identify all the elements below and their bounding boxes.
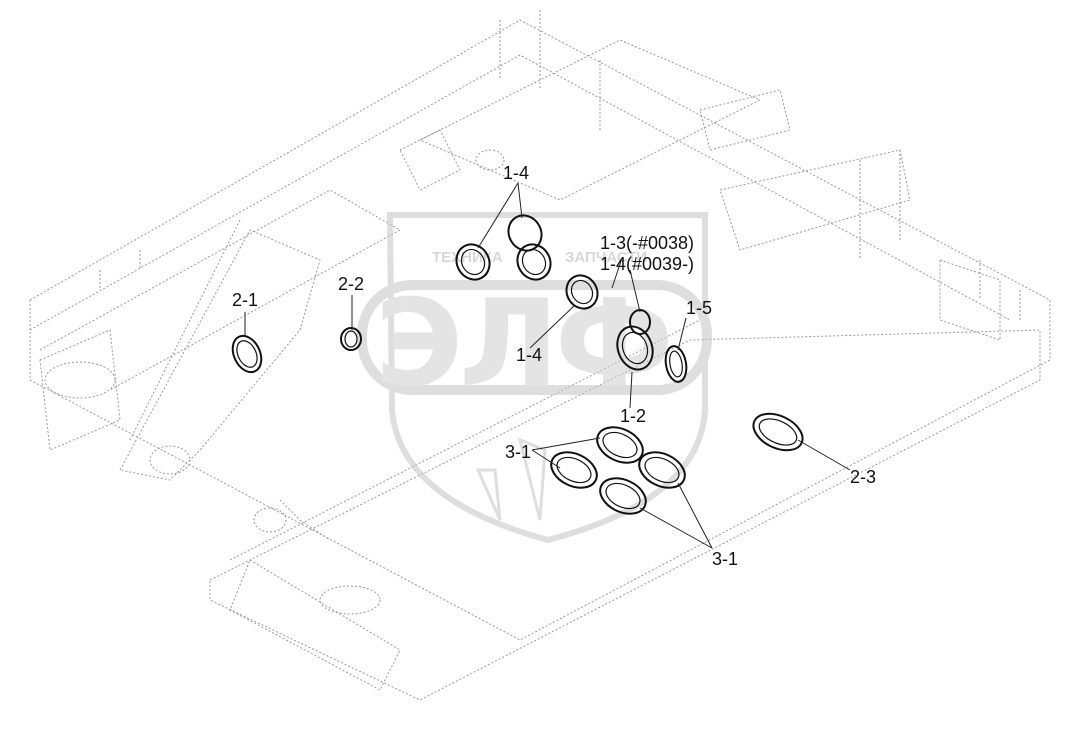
label-1-4-mid: 1-4 — [516, 345, 542, 365]
seal-3-1-d — [599, 477, 647, 515]
seal-1-4-b — [507, 214, 543, 252]
label-1-4-range: 1-4(#0039-) — [600, 254, 694, 274]
label-3-1-bottom: 3-1 — [712, 549, 738, 569]
watermark-brand-right: ЗАПЧАСТИ — [565, 249, 647, 266]
seal-3-1-c — [638, 451, 686, 489]
seal-2-3 — [752, 412, 804, 452]
label-3-1-left: 3-1 — [505, 442, 531, 462]
label-1-2: 1-2 — [620, 406, 646, 426]
label-1-4-top: 1-4 — [503, 163, 529, 183]
seal-1-4-a — [455, 243, 491, 281]
watermark-shield: ЭЛФ ТЕХНИКА ЗАПЧАСТИ — [357, 212, 712, 544]
label-1-3: 1-3(-#0038) — [600, 233, 694, 253]
seal-1-4-c — [516, 243, 552, 281]
leader-lines — [244, 182, 851, 549]
callout-labels: 1-4 1-3(-#0038) 1-4(#0039-) 1-5 2-1 2-2 … — [232, 163, 876, 569]
watermark-logo: ЭЛФ — [375, 275, 670, 414]
label-2-1: 2-1 — [232, 290, 258, 310]
watermark-brand-left: ТЕХНИКА — [432, 249, 503, 266]
seal-1-2 — [616, 325, 654, 371]
label-2-3: 2-3 — [850, 467, 876, 487]
seal-3-1-b — [550, 451, 598, 489]
seal-1-5 — [664, 345, 688, 383]
seal-2-1 — [231, 334, 263, 374]
seal-1-4-d — [565, 274, 599, 310]
seal-2-2 — [340, 327, 362, 351]
seal-rings — [231, 214, 804, 515]
chassis-frame — [29, 10, 1051, 701]
label-2-2: 2-2 — [338, 274, 364, 294]
label-1-5: 1-5 — [686, 298, 712, 318]
seal-3-1-a — [596, 426, 644, 464]
